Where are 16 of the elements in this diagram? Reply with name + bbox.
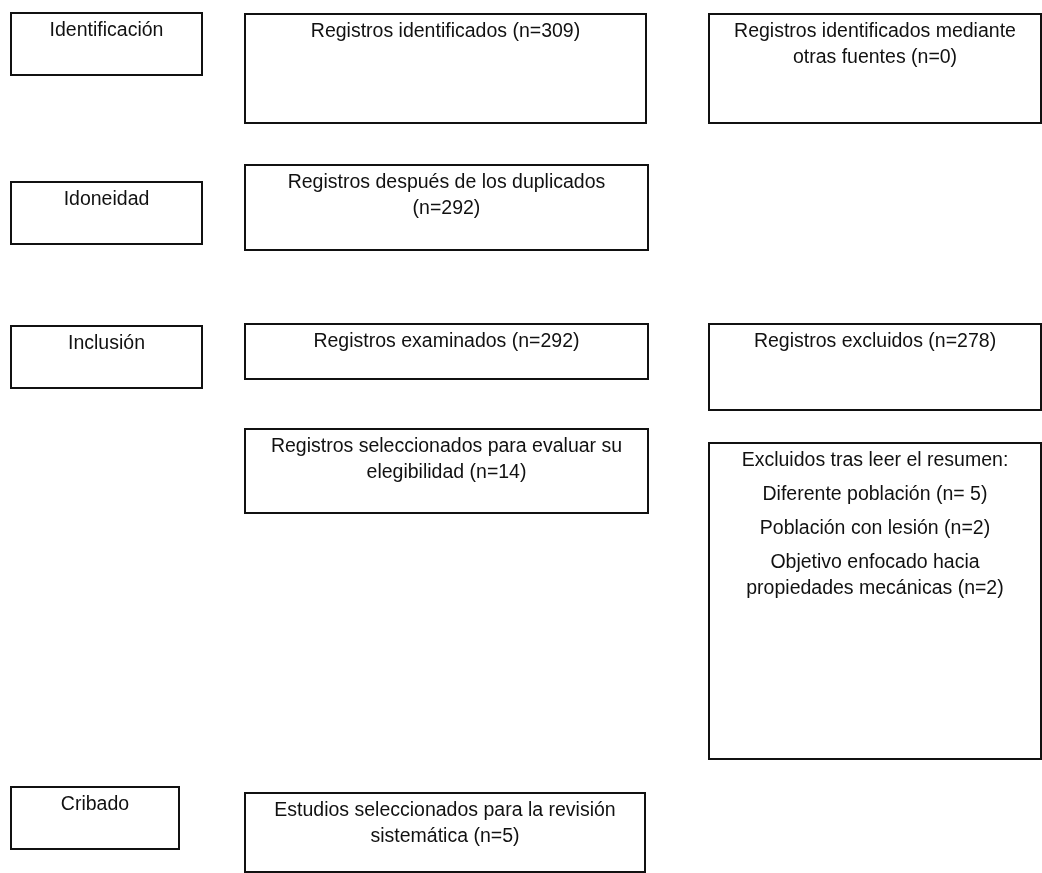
exclusion-box xyxy=(708,442,1042,760)
process-box: Registros examinados (n=292) xyxy=(244,323,649,380)
process-box: Estudios seleccionados para la revisión sistemática (n=5) xyxy=(244,792,646,873)
exclusion-reason: Población con lesión (n=2) xyxy=(758,515,992,540)
stage-box: Inclusión xyxy=(10,325,203,389)
box-heading: Excluidos tras leer el resumen: xyxy=(740,447,1010,472)
exclusion-reason: Objetivo enfocado hacia propiedades mecánicas (n=2) xyxy=(745,549,1005,600)
process-box: Registros identificados mediante otras fuentes (n=0) xyxy=(708,13,1042,124)
stage-box: Idoneidad xyxy=(10,181,203,245)
process-box: Registros seleccionados para evaluar su elegibilidad (n=14) xyxy=(244,428,649,514)
process-box: Registros identificados (n=309) xyxy=(244,13,647,124)
stage-box: Identificación xyxy=(10,12,203,76)
stage-box: Cribado xyxy=(10,786,180,850)
exclusion-reason: Diferente población (n= 5) xyxy=(761,481,989,506)
process-box: Registros después de los duplicados (n=292) xyxy=(244,164,649,251)
process-box: Registros excluidos (n=278) xyxy=(708,323,1042,411)
